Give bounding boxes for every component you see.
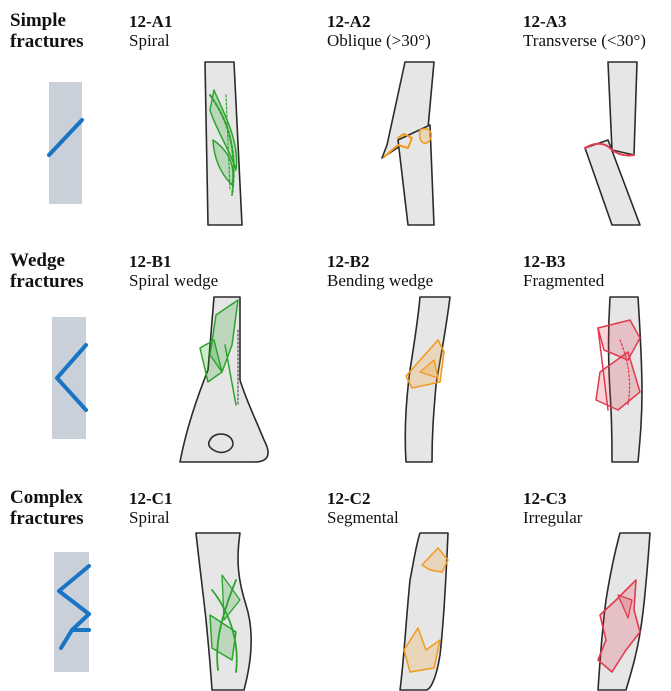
bone-12-b1 [180,297,268,462]
bone-12-a2 [382,62,434,225]
schematic-wedge [52,317,86,439]
bone-proximal [608,62,637,155]
fracture-fragment [420,129,432,143]
schematic-bone [49,82,82,204]
schematic-simple [49,82,82,204]
schematic-complex [54,552,89,672]
bone-12-b3 [596,297,642,462]
bone-12-c1 [196,533,251,690]
bone-12-c2 [400,533,448,690]
bone-12-a3 [585,62,640,225]
bone-shaft [205,62,242,225]
knee-condyle [209,434,233,452]
bone-12-a1 [205,62,242,225]
bone-12-b2 [405,297,450,462]
bone-12-c3 [598,533,650,690]
